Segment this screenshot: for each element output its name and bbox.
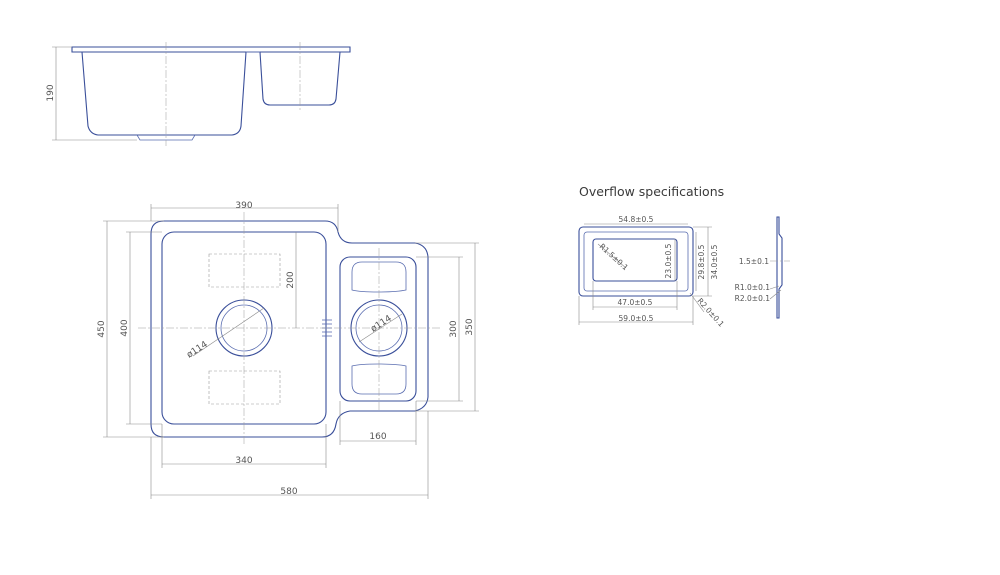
dim-leader-r2-0: [689, 292, 705, 313]
dim-label-23-0: 23.0±0.5: [664, 243, 673, 278]
plan-view: 390 450 400 200 ø114 ø114 300 350 16: [97, 201, 479, 499]
overflow-specifications: Overflow specifications 54.8±0.5 R1.5±0.…: [578, 184, 790, 329]
overflow-slot: [592, 238, 678, 282]
section-large-bowl: [81, 51, 247, 136]
overflow-side-profile: [776, 216, 783, 319]
dim-label-59-0: 59.0±0.5: [619, 314, 654, 323]
overflow-plate-mid: [583, 231, 689, 292]
plan-small-pad-bottom: [351, 363, 407, 395]
plan-hidden-pad-top: [208, 253, 281, 288]
section-view: 190: [46, 42, 351, 146]
section-small-bowl: [259, 51, 341, 106]
dim-label-190: 190: [46, 84, 56, 101]
plan-outer-flange: [150, 220, 429, 438]
dim-label-r2-0: R2.0±0.1: [696, 296, 726, 328]
dim-label-47-0: 47.0±0.5: [618, 298, 653, 307]
overflow-title: Overflow specifications: [579, 184, 724, 199]
dim-label-340: 340: [235, 456, 252, 466]
dim-leader-r1-0: [769, 285, 780, 290]
dim-label-r2-0-side: R2.0±0.1: [735, 294, 771, 303]
plan-small-bowl: [339, 256, 417, 402]
dim-label-1-5: 1.5±0.1: [739, 257, 769, 266]
dim-label-dia-main: ø114: [185, 340, 210, 361]
dim-label-54-8: 54.8±0.5: [619, 215, 654, 224]
overflow-plate-outer: [578, 226, 694, 297]
dim-leader-r2-0-side: [769, 289, 782, 300]
dim-label-34-0: 34.0±0.5: [710, 244, 719, 279]
dim-label-350: 350: [465, 318, 475, 335]
dim-label-dia-small: ø114: [369, 314, 394, 335]
dim-label-160: 160: [369, 432, 386, 442]
dim-leader-dia-small: [358, 313, 403, 343]
dim-label-r1-0: R1.0±0.1: [735, 283, 771, 292]
dim-label-450: 450: [97, 320, 107, 337]
dim-label-29-8: 29.8±0.5: [697, 244, 706, 279]
dim-label-390: 390: [235, 201, 252, 211]
plan-small-pad-top: [351, 261, 407, 293]
dim-label-300: 300: [449, 320, 459, 337]
dim-label-r1-5: R1.5±0.1: [598, 242, 630, 272]
section-rim: [71, 46, 351, 53]
dim-label-580: 580: [280, 487, 297, 497]
plan-hidden-pad-bottom: [208, 370, 281, 405]
dim-label-200: 200: [286, 271, 296, 288]
dim-leader-r1-5: [597, 243, 627, 269]
dim-label-400: 400: [120, 319, 130, 336]
dim-leader-dia-main: [192, 307, 265, 357]
